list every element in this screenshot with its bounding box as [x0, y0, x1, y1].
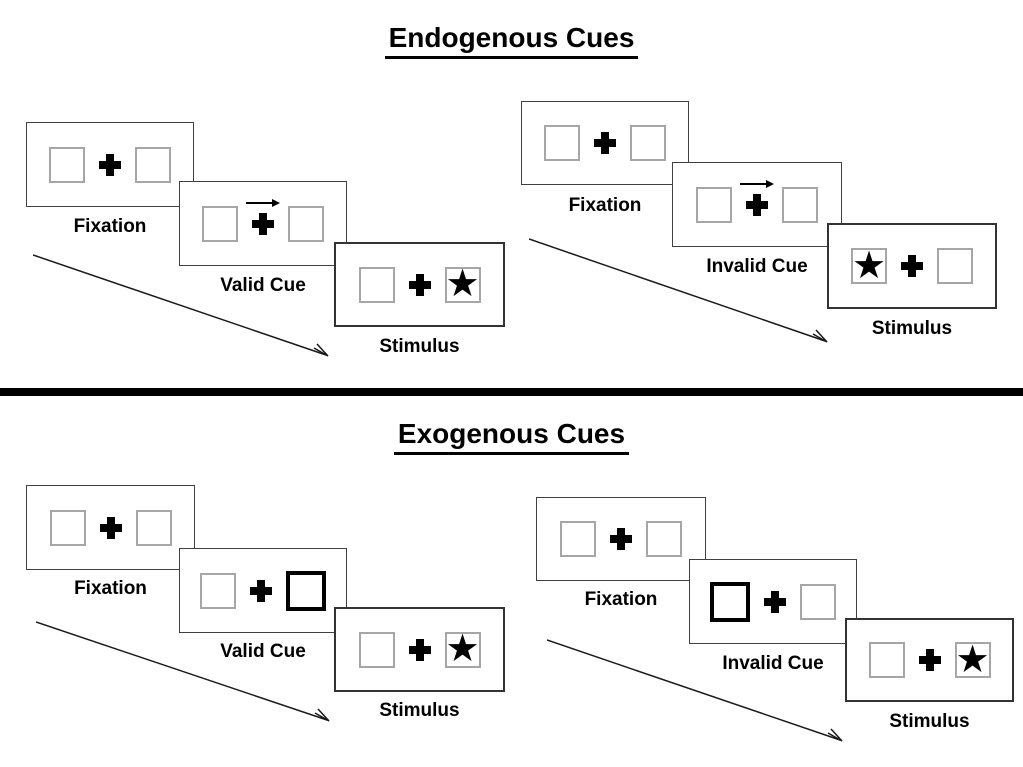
- left-placeholder-square: [200, 572, 236, 609]
- fixation-cross-icon: [610, 528, 632, 550]
- fixation-cross-icon: [746, 193, 768, 216]
- fixation-panel: [26, 122, 194, 207]
- section-title-text: Exogenous Cues: [393, 418, 630, 455]
- panel-label-stimulus: Stimulus: [379, 700, 460, 721]
- left-placeholder-square: [358, 631, 395, 668]
- right-placeholder-square: [135, 146, 171, 183]
- left-placeholder-square: [49, 146, 85, 183]
- panel-label-invalid-cue: Invalid Cue: [706, 256, 808, 277]
- sequence-time-arrow: [529, 238, 828, 343]
- left-placeholder-square: [696, 186, 732, 223]
- sequence-time-arrow: [33, 254, 329, 357]
- fixation-cross-icon: [901, 255, 923, 277]
- star-icon: ★: [851, 242, 887, 287]
- panel-label-stimulus: Stimulus: [871, 318, 953, 339]
- left-placeholder-square: [868, 642, 905, 678]
- cue-arrow-right-icon: [246, 198, 280, 207]
- star-icon: ★: [955, 636, 990, 681]
- central-cue-group: [246, 198, 280, 235]
- panel-label-invalid-cue: Invalid Cue: [722, 653, 824, 674]
- fixation-panel: [536, 497, 706, 581]
- fixation-cross-icon: [918, 649, 941, 671]
- invalid-cue-panel: [689, 559, 857, 644]
- fixation-cross-icon: [764, 590, 786, 613]
- right-placeholder-square: [646, 521, 682, 557]
- target-square: ★: [444, 626, 481, 670]
- panel-label-fixation: Fixation: [584, 589, 658, 610]
- section-title-endogenous: Endogenous Cues: [0, 22, 1023, 59]
- invalid-cue-panel: [672, 162, 842, 247]
- right-placeholder-square: [937, 248, 973, 284]
- sequence-time-arrow: [36, 621, 330, 722]
- star-icon: ★: [445, 261, 480, 305]
- sequence-time-arrow: [547, 639, 843, 742]
- target-square: ★: [851, 242, 887, 287]
- fixation-cross-icon: [99, 153, 121, 176]
- fixation-cross-icon: [252, 212, 274, 235]
- left-placeholder-square: [560, 521, 596, 557]
- fixation-cross-icon: [408, 273, 431, 296]
- cue-highlight-square: [286, 570, 326, 611]
- panel-label-fixation: Fixation: [73, 216, 147, 237]
- panel-label-valid-cue: Valid Cue: [220, 275, 306, 296]
- panel-label-stimulus: Stimulus: [889, 711, 970, 732]
- right-placeholder-square: [630, 125, 666, 161]
- left-placeholder-square: [358, 266, 395, 303]
- stimulus-panel: ★: [827, 223, 997, 309]
- right-placeholder-square: [288, 205, 324, 242]
- valid-cue-panel: [179, 181, 347, 266]
- left-placeholder-square: [49, 509, 86, 546]
- stimulus-panel: ★: [845, 618, 1014, 702]
- valid-cue-panel: [179, 548, 347, 633]
- section-title-exogenous: Exogenous Cues: [0, 418, 1023, 455]
- left-placeholder-square: [544, 125, 580, 161]
- panel-label-fixation: Fixation: [74, 578, 147, 599]
- section-title-text: Endogenous Cues: [384, 22, 639, 59]
- target-square: ★: [954, 636, 991, 681]
- fixation-cross-icon: [99, 516, 122, 539]
- right-placeholder-square: [800, 583, 836, 620]
- central-cue-group: [740, 179, 774, 216]
- fixation-cross-icon: [250, 579, 272, 602]
- cue-highlight-square: [710, 581, 750, 622]
- right-placeholder-square: [135, 509, 172, 546]
- panel-label-fixation: Fixation: [568, 195, 642, 216]
- fixation-panel: [521, 101, 689, 185]
- panel-label-valid-cue: Valid Cue: [220, 641, 306, 662]
- cue-arrow-right-icon: [740, 179, 774, 188]
- target-square: ★: [444, 261, 481, 305]
- section-divider: [0, 388, 1023, 396]
- panel-label-stimulus: Stimulus: [379, 336, 460, 357]
- right-placeholder-square: [782, 186, 818, 223]
- stimulus-panel: ★: [334, 242, 505, 327]
- stimulus-panel: ★: [334, 607, 505, 692]
- left-placeholder-square: [202, 205, 238, 242]
- star-icon: ★: [445, 626, 480, 670]
- fixation-cross-icon: [408, 638, 431, 661]
- fixation-panel: [26, 485, 195, 570]
- fixation-cross-icon: [594, 132, 616, 154]
